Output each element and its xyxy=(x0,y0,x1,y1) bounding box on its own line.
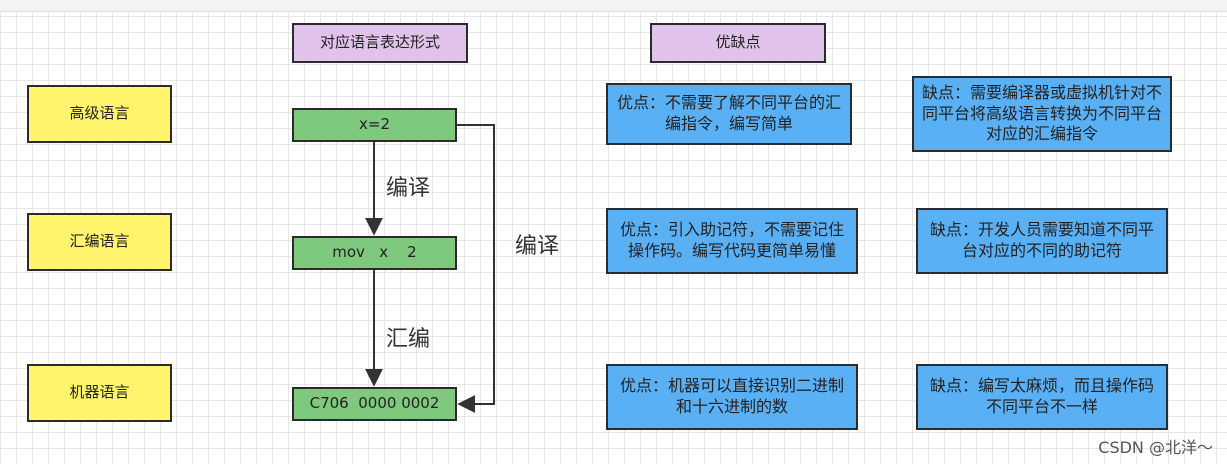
arrow-compile-direct xyxy=(457,124,495,413)
level-machine-language: 机器语言 xyxy=(27,364,172,422)
label-compile-down: 编译 xyxy=(386,176,431,201)
code-machine: C706 0000 0002 xyxy=(292,387,457,421)
top-bar xyxy=(0,0,1227,12)
label-compile-right: 编译 xyxy=(515,234,560,259)
cons-machine: 缺点：编写太麻烦，而且操作码不同平台不一样 xyxy=(916,364,1168,430)
header-expression-forms: 对应语言表达形式 xyxy=(292,23,468,63)
pros-assembly: 优点：引入助记符，不需要记住操作码。编写代码更简单易懂 xyxy=(606,208,858,274)
level-assembly-language: 汇编语言 xyxy=(27,213,172,271)
code-high-level: x=2 xyxy=(292,108,457,142)
cons-assembly: 缺点：开发人员需要知道不同平台对应的不同的助记符 xyxy=(916,208,1168,274)
code-assembly: mov x 2 xyxy=(292,236,457,270)
pros-high-level: 优点：不需要了解不同平台的汇编指令，编写简单 xyxy=(606,83,852,145)
watermark: CSDN @北洋～ xyxy=(1098,438,1213,457)
cons-high-level: 缺点：需要编译器或虚拟机针对不同平台将高级语言转换为不同平台对应的汇编指令 xyxy=(912,76,1172,152)
level-high-level-language: 高级语言 xyxy=(27,85,172,143)
pros-machine: 优点：机器可以直接识别二进制和十六进制的数 xyxy=(606,364,858,430)
label-assemble: 汇编 xyxy=(386,327,431,352)
header-pros-cons: 优缺点 xyxy=(650,23,826,63)
